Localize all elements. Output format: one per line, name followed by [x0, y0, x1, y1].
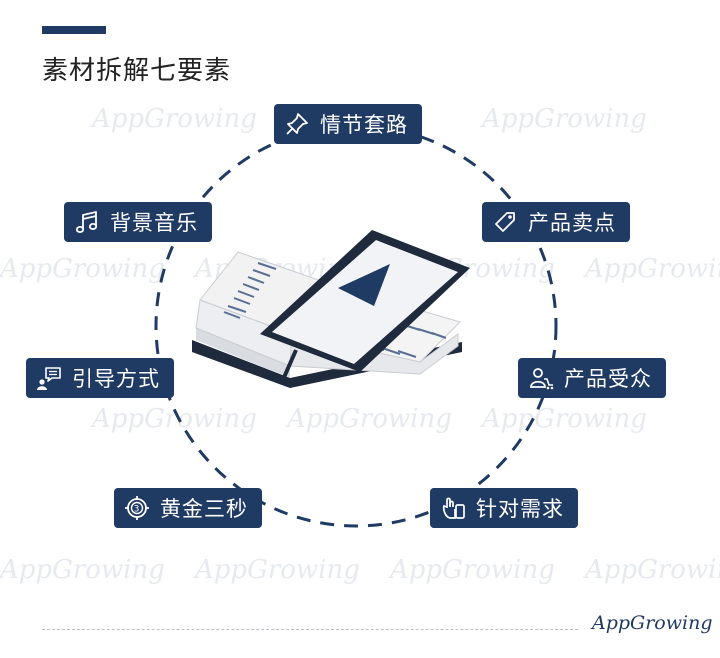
watermark: AppGrowing [195, 555, 360, 585]
title-accent-bar [42, 26, 106, 34]
element-label: 产品受众 [564, 367, 652, 391]
watermark: AppGrowing [0, 254, 165, 284]
element-golden-three-seconds[interactable]: 3 黄金三秒 [114, 488, 262, 528]
element-target-need[interactable]: 针对需求 [430, 488, 578, 528]
element-label: 引导方式 [72, 367, 160, 391]
page-title: 素材拆解七要素 [42, 56, 232, 86]
brand-logo: AppGrowing [592, 612, 713, 634]
speech-guide-icon [37, 367, 61, 390]
book-page-left-lower [196, 328, 290, 378]
element-audience[interactable]: 产品受众 [518, 358, 666, 398]
element-plot-routine[interactable]: 情节套路 [274, 104, 422, 144]
watermark: AppGrowing [390, 555, 555, 585]
price-tag-icon [495, 212, 515, 232]
watermark: AppGrowing [482, 104, 647, 134]
watermark: AppGrowing [0, 555, 165, 585]
music-note-icon [75, 211, 98, 233]
element-label: 产品卖点 [528, 211, 616, 235]
target-3-icon: 3 [125, 496, 149, 520]
watermark: AppGrowing [585, 254, 720, 284]
element-background-music[interactable]: 背景音乐 [64, 202, 212, 242]
element-label: 黄金三秒 [160, 497, 248, 521]
element-label: 背景音乐 [110, 211, 198, 235]
element-call-to-action[interactable]: 引导方式 [26, 358, 174, 398]
phone-screen [272, 240, 458, 364]
element-label: 情节套路 [320, 113, 408, 137]
pin-icon [286, 113, 308, 135]
element-selling-point[interactable]: 产品卖点 [482, 202, 630, 242]
watermark: AppGrowing [482, 404, 647, 434]
footer-divider [42, 629, 578, 630]
bookmark-ribbon [280, 349, 298, 383]
watermark: AppGrowing [287, 404, 452, 434]
svg-text:3: 3 [134, 505, 141, 515]
book-cover [192, 340, 462, 388]
hand-gesture-icon [442, 497, 465, 519]
watermark: AppGrowing [92, 404, 257, 434]
watermark: AppGrowing [585, 555, 720, 585]
book-phone-illustration [192, 230, 470, 388]
element-label: 针对需求 [476, 497, 564, 521]
watermark: AppGrowing [92, 104, 257, 134]
play-icon [338, 264, 390, 306]
audience-icon [530, 368, 554, 390]
